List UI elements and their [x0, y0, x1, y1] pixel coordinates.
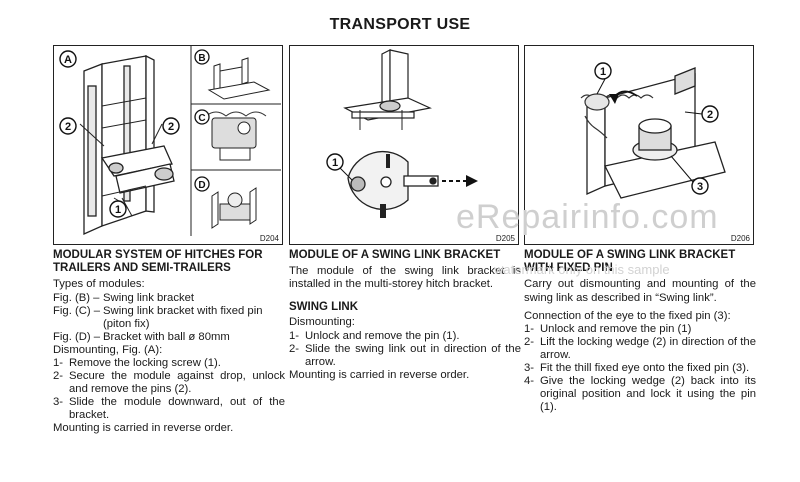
- step-item: 3- Slide the module downward, out of the…: [53, 396, 285, 422]
- step-text: Unlock and remove the pin (1).: [305, 329, 460, 342]
- callout-b-label: B: [198, 53, 205, 64]
- mounting-note: Mounting is carried in reverse order.: [53, 422, 234, 435]
- callout-a-circle: [59, 50, 77, 68]
- step-text: Slide the module downward, out of the br…: [69, 396, 285, 422]
- step-text: Fit the thill fixed eye onto the fixed p…: [540, 361, 750, 374]
- watermark-subtext: watermark only on this sample: [494, 262, 670, 277]
- figure-swing-link-bracket: 1 D205: [289, 45, 519, 245]
- swing-link-illustration: 1: [326, 49, 478, 218]
- intro-text: The module of the swing link bracket is …: [289, 265, 521, 291]
- figure-code: D205: [495, 234, 515, 243]
- connection-title: Connection of the eye to the fixed pin (…: [524, 309, 731, 322]
- step-number: 2-: [289, 342, 300, 355]
- dismounting-title: Dismounting, Fig. (A):: [53, 343, 163, 356]
- step-text: Unlock and remove the pin (1): [540, 322, 692, 335]
- step-text: Lift the locking wedge (2) in direction …: [540, 335, 756, 361]
- watermark: eRepairinfo.com: [456, 198, 719, 236]
- mounting-note: Mounting is carried in reverse order.: [289, 368, 470, 381]
- column-swing-link-bracket: MODULE OF A SWING LINK BRACKET The modul…: [289, 249, 521, 382]
- step-number: 1-: [289, 329, 300, 342]
- step-text: Remove the locking screw (1).: [69, 356, 221, 369]
- callout-b-circle: [194, 49, 210, 65]
- step-item: 2- Secure the module against drop, unloc…: [53, 370, 285, 396]
- step-item: 4- Give the locking wedge (2) back into …: [524, 375, 756, 414]
- intro-text: Carry out dismounting and mounting of th…: [524, 278, 756, 304]
- callout-d-circle: [194, 176, 210, 192]
- step-item: 1- Remove the locking screw (1).: [53, 357, 285, 370]
- figure-fixed-pin-bracket: 1 2 3 D206: [524, 45, 754, 245]
- step-number: 1-: [524, 322, 535, 335]
- figure-code: D206: [730, 234, 750, 243]
- callout-1-circle: [594, 62, 612, 80]
- page-title: TRANSPORT USE: [329, 16, 471, 33]
- callout-2-right-label: 2: [168, 121, 174, 133]
- callout-c-label: C: [198, 113, 205, 124]
- step-text: Secure the module against drop, unlock a…: [69, 370, 285, 396]
- step-number: 1-: [53, 356, 64, 369]
- figure-ref: Fig. (C) –: [53, 304, 101, 317]
- callout-1-label: 1: [600, 66, 606, 78]
- callout-1-circle: [326, 153, 344, 171]
- item-text: Swing link bracket with fixed pin (piton…: [103, 304, 263, 330]
- callout-d-label: D: [198, 180, 205, 191]
- callout-2-right-circle: [162, 117, 180, 135]
- list-item: Fig. (D) – Bracket with ball ø 80mm: [53, 331, 285, 344]
- callout-1-label: 1: [115, 204, 121, 216]
- step-number: 4-: [524, 375, 535, 388]
- fixed-pin-illustration: 1 2 3: [580, 62, 726, 199]
- step-number: 3-: [53, 396, 64, 409]
- list-item: Fig. (B) – Swing link bracket: [53, 292, 285, 305]
- figure-ref: Fig. (D) –: [53, 330, 101, 343]
- column-modular-system: MODULAR SYSTEM OF HITCHES FOR TRAILERS A…: [53, 249, 285, 436]
- item-text: Bracket with ball ø 80mm: [103, 330, 230, 343]
- section-heading: MODULE OF A SWING LINK BRACKET: [289, 249, 501, 261]
- step-text: Give the locking wedge (2) back into its…: [540, 375, 756, 414]
- step-item: 2- Lift the locking wedge (2) in directi…: [524, 336, 756, 362]
- step-item: 1- Unlock and remove the pin (1).: [289, 330, 521, 343]
- step-number: 3-: [524, 361, 535, 374]
- callout-c-circle: [194, 109, 210, 125]
- figure-ref: Fig. (B) –: [53, 291, 100, 304]
- list-item: Fig. (C) – Swing link bracket with fixed…: [53, 305, 285, 331]
- step-number: 2-: [524, 335, 535, 348]
- section-heading: MODULAR SYSTEM OF HITCHES FOR TRAILERS A…: [53, 249, 263, 275]
- figure-code: D204: [259, 234, 279, 243]
- step-item: 2- Slide the swing link out in direction…: [289, 343, 521, 369]
- item-text: Swing link bracket: [103, 291, 195, 304]
- callout-3-circle: [691, 177, 709, 195]
- callout-2-label: 2: [707, 109, 713, 121]
- callout-1-circle: [109, 200, 127, 218]
- callout-2-left-circle: [59, 117, 77, 135]
- step-item: 1- Unlock and remove the pin (1): [524, 323, 756, 336]
- dismounting-title: Dismounting:: [289, 316, 355, 329]
- column-fixed-pin-bracket: MODULE OF A SWING LINK BRACKET WITH FIXE…: [524, 249, 756, 414]
- callout-a-label: A: [64, 54, 72, 66]
- step-item: 3- Fit the thill fixed eye onto the fixe…: [524, 362, 756, 375]
- types-intro: Types of modules:: [53, 278, 145, 291]
- figure-modular-hitch: A 2 2 1: [53, 45, 283, 245]
- step-number: 2-: [53, 370, 64, 383]
- modular-hitch-illustration: A 2 2 1: [59, 46, 281, 236]
- callout-2-left-label: 2: [65, 121, 71, 133]
- section-subheading: SWING LINK: [289, 301, 358, 314]
- callout-3-label: 3: [697, 181, 703, 193]
- callout-1-label: 1: [332, 157, 338, 169]
- section-heading: MODULE OF A SWING LINK BRACKET WITH FIXE…: [524, 249, 736, 275]
- step-text: Slide the swing link out in direction of…: [305, 342, 521, 368]
